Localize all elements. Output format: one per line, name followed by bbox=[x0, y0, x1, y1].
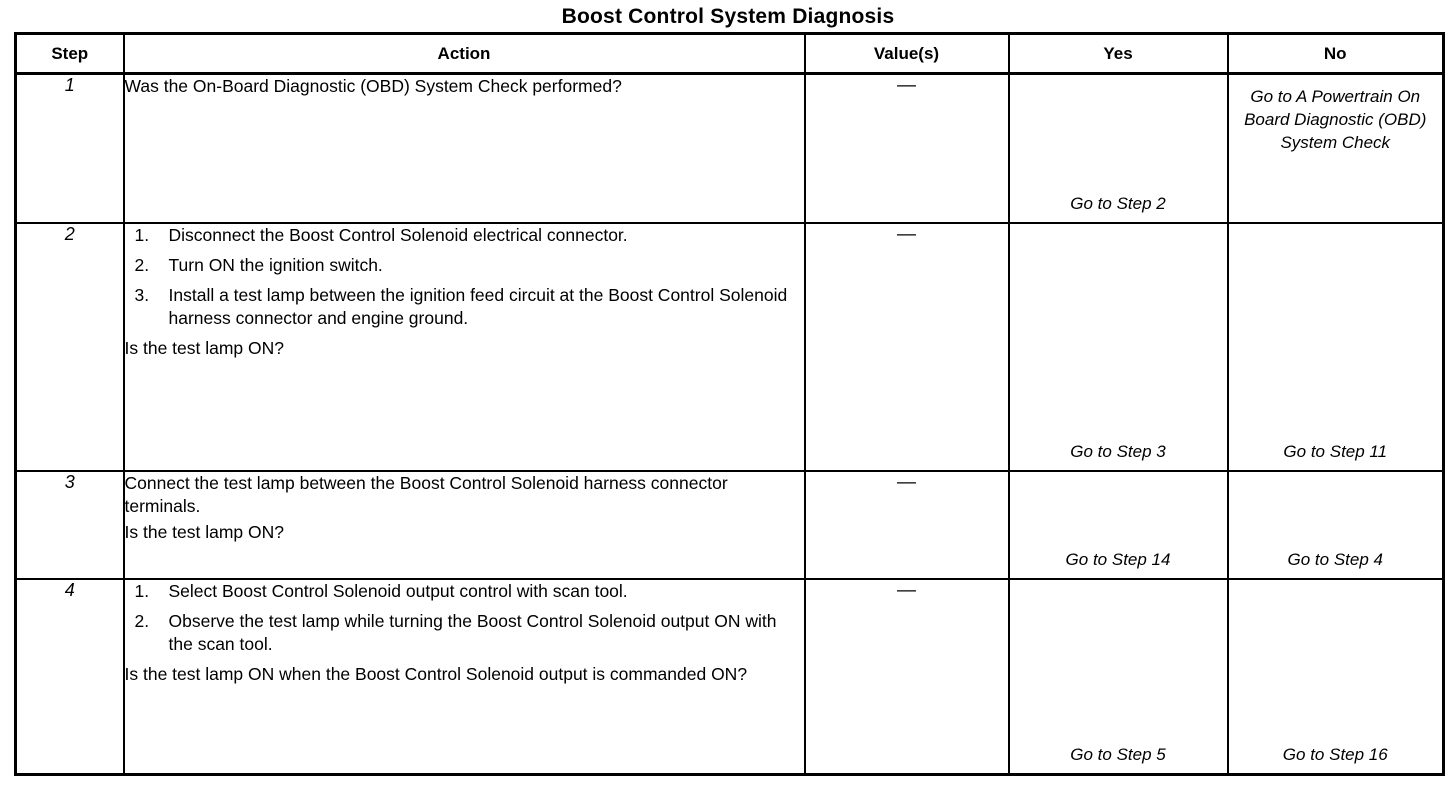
table-row: 2 1. Disconnect the Boost Control Soleno… bbox=[14, 221, 1445, 472]
step-number: 1 bbox=[14, 72, 125, 224]
column-header-values: Value(s) bbox=[803, 32, 1010, 75]
list-item-text: Observe the test lamp while turning the … bbox=[168, 610, 777, 654]
list-item-number: 2. bbox=[134, 610, 150, 631]
action-lead-text: Connect the test lamp between the Boost … bbox=[124, 472, 728, 516]
yes-branch-cell: Go to Step 14 bbox=[1007, 469, 1229, 580]
action-list-item: 1. Select Boost Control Solenoid output … bbox=[125, 580, 804, 603]
column-header-no: No bbox=[1226, 32, 1445, 75]
list-item-number: 2. bbox=[134, 254, 150, 275]
yes-branch-text: Go to Step 5 bbox=[1070, 745, 1166, 764]
step-number: 3 bbox=[14, 469, 125, 580]
column-header-step: Step bbox=[14, 32, 125, 75]
list-item-text: Disconnect the Boost Control Solenoid el… bbox=[168, 224, 628, 245]
action-step-list: 1. Disconnect the Boost Control Solenoid… bbox=[125, 224, 804, 330]
list-item-number: 3. bbox=[134, 284, 150, 305]
list-item-text: Select Boost Control Solenoid output con… bbox=[168, 580, 628, 601]
table-row: 3 Connect the test lamp between the Boos… bbox=[14, 469, 1445, 580]
no-branch-text: Go to Step 16 bbox=[1282, 745, 1388, 764]
yes-branch-cell: Go to Step 2 bbox=[1007, 72, 1229, 224]
action-question-text: Is the test lamp ON? bbox=[124, 521, 285, 542]
action-cell: Was the On-Board Diagnostic (OBD) System… bbox=[122, 72, 806, 224]
yes-branch-cell: Go to Step 5 bbox=[1007, 577, 1229, 776]
action-lead-text: Was the On-Board Diagnostic (OBD) System… bbox=[124, 76, 622, 96]
list-item-text: Turn ON the ignition switch. bbox=[168, 254, 383, 275]
table-row: 1 Was the On-Board Diagnostic (OBD) Syst… bbox=[14, 72, 1445, 224]
no-branch-text: Go to A Powertrain On Board Diagnostic (… bbox=[1244, 87, 1427, 152]
yes-branch-text: Go to Step 2 bbox=[1070, 193, 1166, 213]
action-question-text: Is the test lamp ON when the Boost Contr… bbox=[124, 663, 748, 684]
column-header-yes: Yes bbox=[1007, 32, 1229, 75]
action-cell: Connect the test lamp between the Boost … bbox=[122, 469, 806, 580]
no-branch-text: Go to Step 11 bbox=[1283, 441, 1388, 461]
no-branch-cell: Go to A Powertrain On Board Diagnostic (… bbox=[1226, 72, 1445, 224]
diagnostic-table: Step Action Value(s) Yes No 1 Was the On… bbox=[14, 32, 1445, 776]
no-branch-text: Go to Step 4 bbox=[1287, 549, 1383, 569]
value-cell: — bbox=[803, 469, 1010, 580]
value-cell: — bbox=[803, 221, 1010, 472]
list-item-number: 1. bbox=[134, 224, 150, 245]
yes-branch-cell: Go to Step 3 bbox=[1007, 221, 1229, 472]
no-branch-cell: Go to Step 16 bbox=[1226, 577, 1445, 776]
action-list-item: 2. Observe the test lamp while turning t… bbox=[125, 610, 804, 656]
action-list-item: 1. Disconnect the Boost Control Solenoid… bbox=[125, 224, 804, 247]
no-branch-cell: Go to Step 11 bbox=[1226, 221, 1445, 472]
header-row: Step Action Value(s) Yes No bbox=[14, 32, 1445, 75]
value-cell: — bbox=[803, 577, 1010, 776]
list-item-number: 1. bbox=[134, 580, 150, 601]
action-question-text: Is the test lamp ON? bbox=[124, 337, 285, 358]
table-header: Step Action Value(s) Yes No bbox=[14, 32, 1445, 75]
action-list-item: 2. Turn ON the ignition switch. bbox=[125, 254, 804, 277]
step-number: 4 bbox=[14, 577, 125, 776]
value-cell: — bbox=[803, 72, 1010, 224]
yes-branch-text: Go to Step 3 bbox=[1070, 441, 1166, 461]
column-header-action: Action bbox=[122, 32, 806, 75]
page-title: Boost Control System Diagnosis bbox=[561, 5, 895, 28]
yes-branch-text: Go to Step 14 bbox=[1065, 549, 1171, 569]
list-item-text: Install a test lamp between the ignition… bbox=[168, 284, 788, 328]
table-body: 1 Was the On-Board Diagnostic (OBD) Syst… bbox=[14, 72, 1445, 776]
table-row: 4 1. Select Boost Control Solenoid outpu… bbox=[14, 577, 1445, 776]
action-cell: 1. Select Boost Control Solenoid output … bbox=[122, 577, 806, 776]
no-branch-cell: Go to Step 4 bbox=[1226, 469, 1445, 580]
step-number: 2 bbox=[14, 221, 125, 472]
action-list-item: 3. Install a test lamp between the ignit… bbox=[125, 284, 804, 330]
action-cell: 1. Disconnect the Boost Control Solenoid… bbox=[122, 221, 806, 472]
action-step-list: 1. Select Boost Control Solenoid output … bbox=[125, 580, 804, 656]
